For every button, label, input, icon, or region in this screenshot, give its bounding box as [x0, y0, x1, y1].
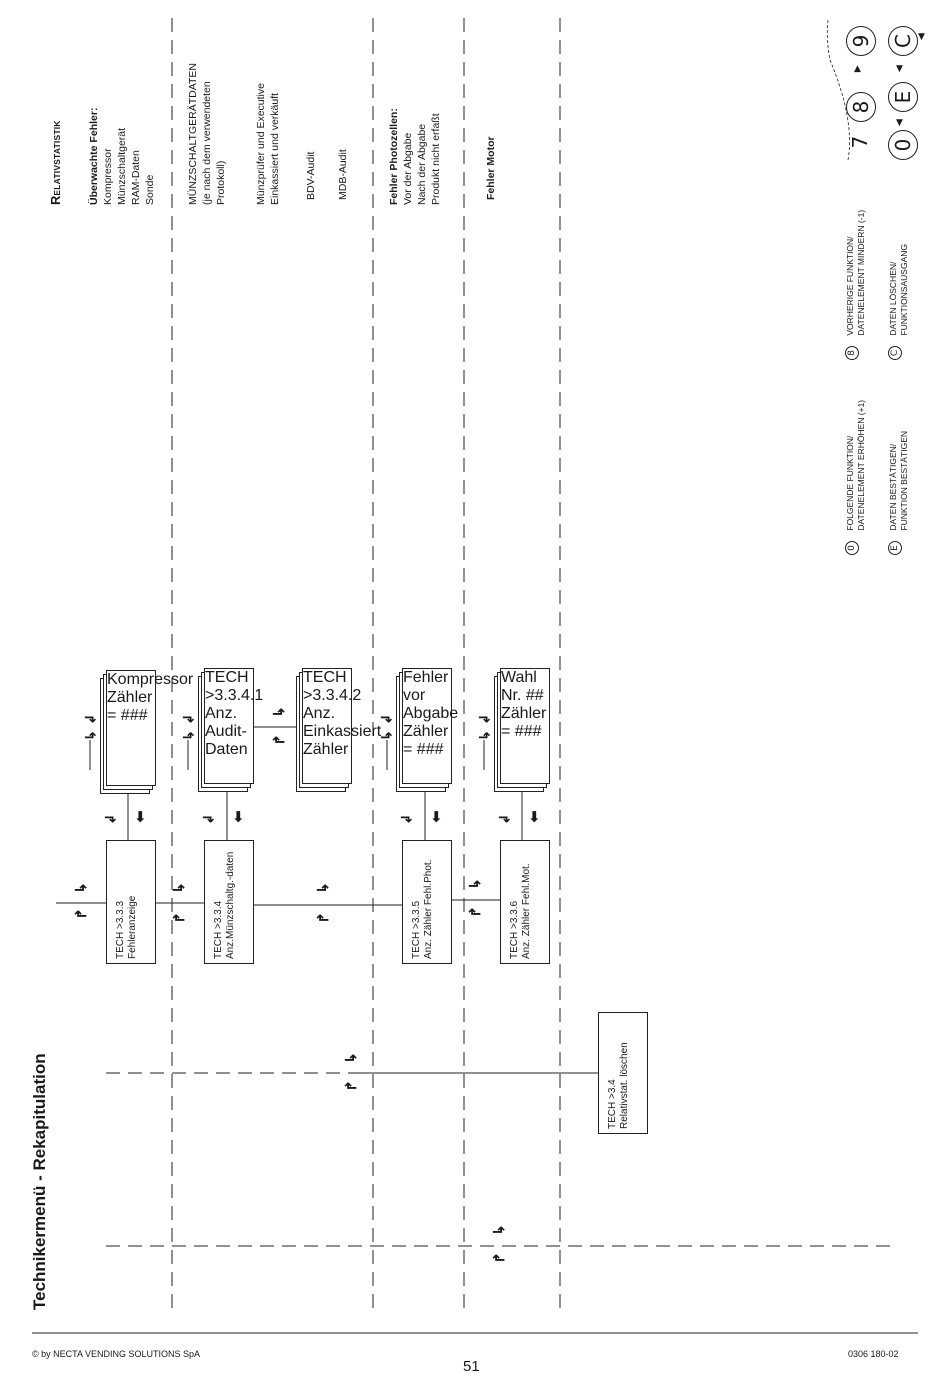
box-tech-336-sub: Wahl Nr. ##Zähler = ###	[494, 668, 550, 792]
arrow-icon: ▼	[918, 32, 925, 42]
arrow-icon: ⬇	[528, 808, 541, 826]
arrow-icon: ⬏	[492, 1222, 506, 1241]
list-item: Münzschaltgerät	[116, 127, 128, 205]
coin-mech-block: MÜNZSCHALTGERÄTDATEN (je nach dem verwen…	[186, 63, 228, 205]
coin-mech-mdb: MDB-Audit	[337, 149, 349, 200]
circled-zero-icon: 0	[845, 541, 859, 555]
arrow-icon: ⬎	[498, 808, 511, 826]
arrow-icon: ⬑	[492, 1250, 506, 1269]
coin-mech-line: (je nach dem verwendeten	[201, 81, 213, 205]
arrow-icon: ▲	[854, 64, 861, 74]
arrow-icon: ⬏	[316, 880, 330, 899]
list-item: Produkt nicht erfaßt	[430, 113, 442, 205]
arrow-icon: ⬏	[344, 1050, 358, 1069]
arrow-icon: ⬑	[74, 906, 88, 925]
arrow-icon: ⬏	[478, 728, 491, 746]
arrow-icon: ⬎	[380, 708, 393, 726]
list-item: Sonde	[144, 174, 156, 205]
motor-heading: Fehler Motor	[485, 136, 497, 200]
arrow-icon: ⬏	[272, 704, 286, 723]
page-title: Technikermenü - Rekapitulation	[30, 1053, 49, 1310]
circled-c-icon: C	[888, 346, 902, 360]
section-title: RELATIVSTATISTIK	[48, 120, 63, 205]
legend-next: 0 FOLGENDE FUNKTION/DATENELEMENT ERHÖHEN…	[845, 400, 867, 555]
key-0-icon: 0	[888, 130, 918, 160]
arrow-icon: ⬏	[74, 880, 88, 899]
list-item: Nach der Abgabe	[416, 123, 428, 205]
copyright: © by NECTA VENDING SOLUTIONS SpA	[32, 1349, 201, 1359]
legend-confirm: E DATEN BESTÄTIGEN/FUNKTION BESTÄTIGEN	[888, 431, 910, 555]
key-e-icon: E	[888, 82, 918, 112]
motor-block: Fehler Motor	[484, 136, 498, 200]
key-9-icon: 9	[846, 26, 876, 56]
doc-code: 0306 180-02	[848, 1349, 899, 1359]
arrow-icon: ⬏	[380, 728, 393, 746]
arrow-icon: ⬑	[468, 904, 482, 923]
circled-eight-icon: 8	[845, 346, 859, 360]
arrow-icon: ⬏	[182, 728, 195, 746]
legend-prev: 8 VORHERIGE FUNKTION/DATENELEMENT MINDER…	[845, 210, 867, 360]
arrow-icon: ⬇	[232, 808, 245, 826]
coin-mech-line: Protokoll)	[215, 160, 227, 205]
coin-mech-bdv: BDV-Audit	[305, 151, 317, 200]
monitored-errors-heading: Überwachte Fehler:	[88, 107, 100, 205]
arrow-icon: ⬏	[84, 728, 97, 746]
arrow-icon: ⬎	[400, 808, 413, 826]
arrow-icon: ⬑	[172, 910, 186, 929]
key-7-icon: 7	[848, 135, 872, 149]
coin-mech-title: MÜNZSCHALTGERÄTDATEN	[187, 63, 199, 205]
arrow-icon: ⬎	[182, 708, 195, 726]
arrow-icon: ⬏	[468, 876, 482, 895]
arrow-icon: ⬑	[344, 1078, 358, 1097]
key-c-icon: C	[888, 26, 918, 56]
monitored-errors: Überwachte Fehler: Kompressor Münzschalt…	[87, 108, 157, 205]
photocells-block: Fehler Photozellen: Vor der Abgabe Nach …	[387, 108, 443, 205]
arrow-icon: ⬎	[84, 708, 97, 726]
arrow-icon: ⬑	[272, 732, 286, 751]
arrow-icon: ⬇	[134, 808, 147, 826]
list-item: Vor der Abgabe	[402, 132, 414, 205]
arrow-icon: ⬎	[478, 708, 491, 726]
legend-clear: C DATEN LÖSCHEN/FUNKTIONSAUSGANG	[888, 244, 910, 360]
arrow-icon: ⬏	[172, 880, 186, 899]
coin-mech-executive: Münzprüfer und Executive Einkassiert und…	[255, 83, 281, 205]
arrow-icon: ⬎	[104, 808, 117, 826]
list-item: RAM-Daten	[130, 150, 142, 205]
arrow-icon: ▼	[896, 118, 903, 128]
key-8-icon: 8	[846, 92, 876, 122]
keypad-diagram: 9 8 7 C E 0 ▲ ▼ ▼ ▼	[842, 20, 925, 160]
arrow-icon: ▼	[896, 64, 903, 74]
page-number: 51	[463, 1358, 480, 1375]
list-item: Kompressor	[102, 148, 114, 205]
circled-e-icon: E	[888, 541, 902, 555]
photocells-heading: Fehler Photozellen:	[388, 108, 400, 205]
arrow-icon: ⬎	[202, 808, 215, 826]
arrow-icon: ⬇	[430, 808, 443, 826]
arrow-icon: ⬑	[316, 910, 330, 929]
